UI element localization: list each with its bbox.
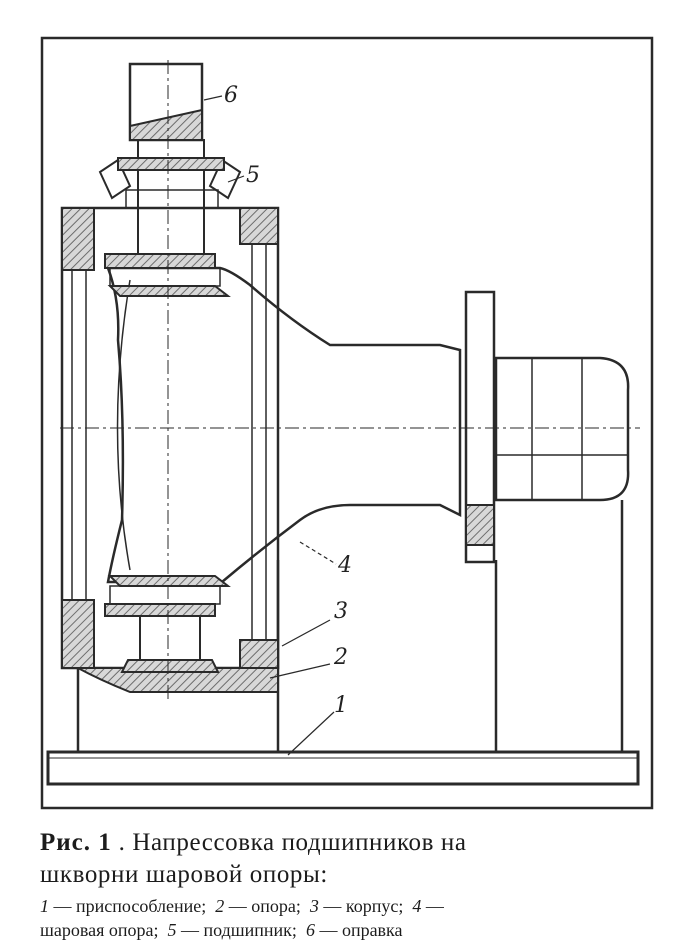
legend-row-1: 1 — приспособление; 2 — опора; 3 — корпу… <box>40 894 680 918</box>
callout-1: 1 <box>334 693 348 718</box>
legend-num: 1 <box>40 896 49 916</box>
bearing-right <box>208 158 242 200</box>
callout-2: 2 <box>333 645 348 670</box>
support <box>77 667 279 693</box>
legend-text: — оправка <box>319 920 403 940</box>
figure-caption: Рис. 1 . Напрессовка подшипников на шкво… <box>40 828 680 942</box>
callout-5: 5 <box>246 163 260 188</box>
legend-text: — опора; <box>228 896 301 916</box>
caption-title-part2: шкворни шаровой опоры: <box>40 861 328 888</box>
bearing-left <box>98 158 132 200</box>
caption-line-1: Рис. 1 . Напрессовка подшипников на <box>40 828 680 858</box>
legend-text: — корпус; <box>323 896 404 916</box>
legend-text: — приспособление; <box>53 896 207 916</box>
caption-title-part1: . Напрессовка подшипников на <box>118 829 467 856</box>
figure-label: Рис. 1 <box>40 829 112 856</box>
caption-line-2: шкворни шаровой опоры: <box>40 860 680 890</box>
legend-num: 4 <box>412 896 422 916</box>
stub-shaft <box>494 356 630 502</box>
legend-num: 2 <box>215 896 225 916</box>
callout-6: 6 <box>224 83 238 108</box>
legend-text: — подшипник; <box>181 920 297 940</box>
frame-border <box>40 36 654 810</box>
callout-3: 3 <box>334 599 348 624</box>
flange <box>464 290 496 564</box>
legend-text: — <box>425 896 444 916</box>
legend-row-2: шаровая опора; 5 — подшипник; 6 — оправк… <box>40 918 680 942</box>
callout-4: 4 <box>337 553 352 578</box>
legend-num: 6 <box>305 920 315 940</box>
legend-num: 5 <box>167 920 177 940</box>
ball-joint-body <box>106 266 462 584</box>
legend-num: 3 <box>309 896 319 916</box>
legend-text: шаровая опора; <box>40 920 159 940</box>
assembly-drawing: 6 5 4 3 2 1 <box>40 36 654 810</box>
legend: 1 — приспособление; 2 — опора; 3 — корпу… <box>40 894 680 942</box>
base-plate <box>46 750 640 786</box>
